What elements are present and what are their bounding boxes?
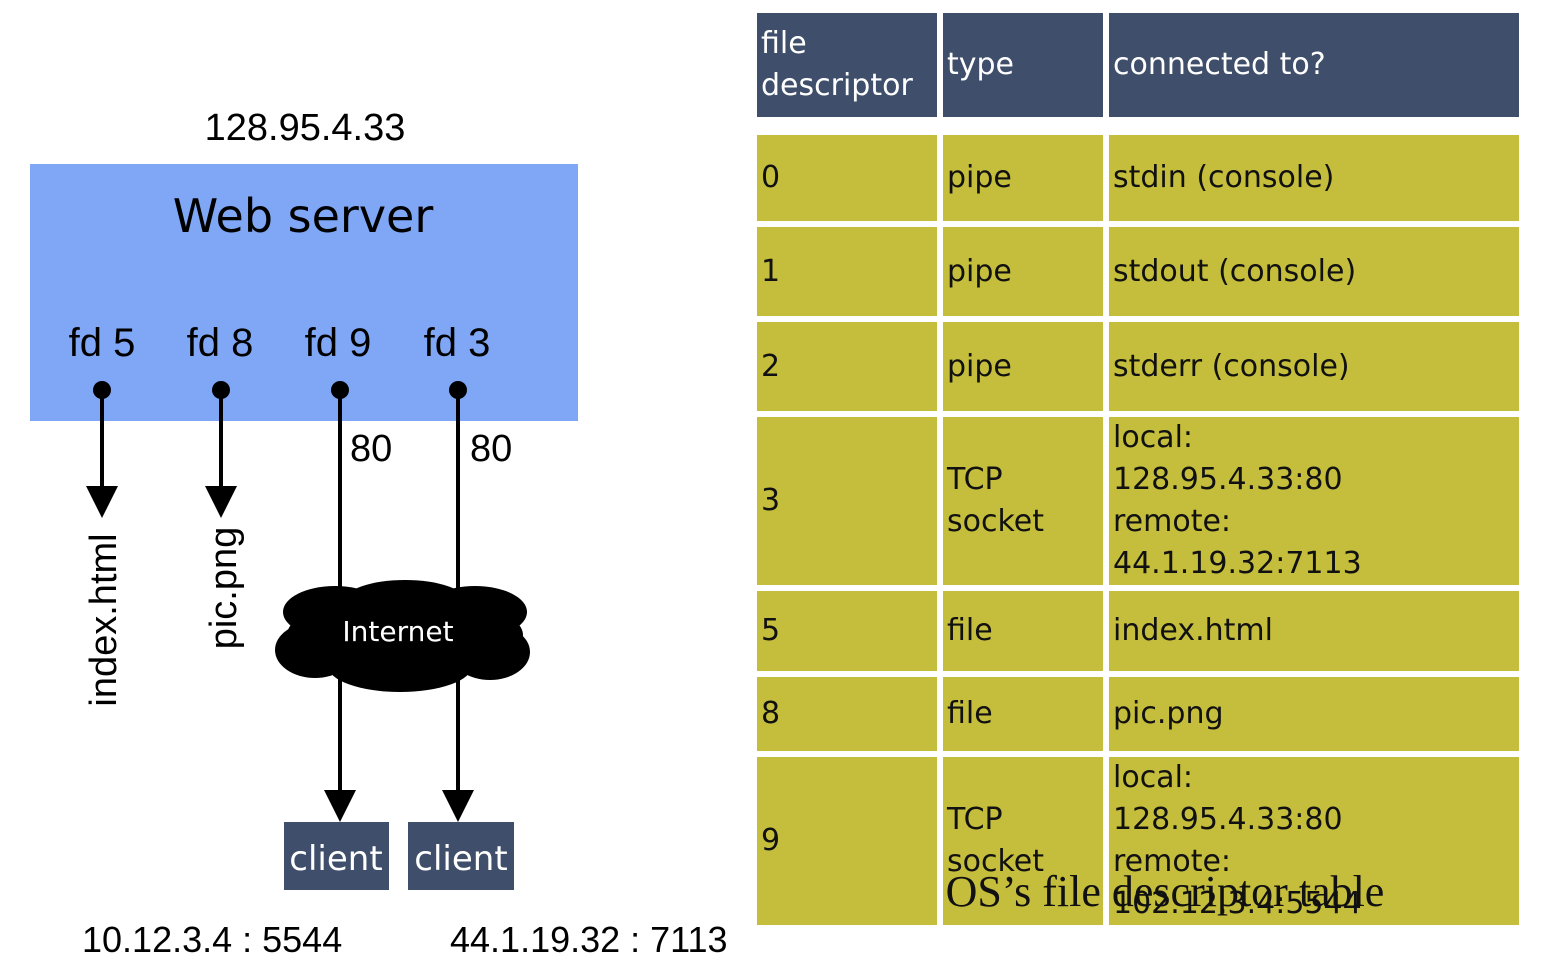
- server-ip-label: 128.95.4.33: [205, 107, 406, 149]
- row-connected: stdin (console): [1109, 135, 1519, 221]
- pic-png-label: pic.png: [203, 527, 245, 650]
- client-1-label: client: [289, 839, 382, 879]
- row-fd: 2: [757, 322, 937, 411]
- row-type: pipe: [943, 322, 1103, 411]
- header-file-descriptor: file descriptor: [757, 13, 937, 117]
- header-fd-line1: file: [761, 26, 807, 61]
- client-2-label: client: [414, 839, 507, 879]
- type-line2: socket: [947, 844, 1045, 879]
- fd-5-label: fd 5: [69, 321, 136, 365]
- table-row: 5 file index.html: [757, 591, 1519, 671]
- conn-line1: local: 128.95.4.33:80: [1113, 417, 1519, 501]
- web-server-label: Web server: [173, 189, 434, 243]
- table-row: 8 file pic.png: [757, 677, 1519, 751]
- header-type: type: [943, 13, 1103, 117]
- row-type: TCP socket: [943, 757, 1103, 925]
- conn-key: local:: [1113, 420, 1194, 455]
- conn-value: 128.95.4.33:80: [1113, 802, 1343, 837]
- client-2-box: [408, 822, 514, 890]
- internet-cloud-icon: [275, 580, 530, 692]
- fd-table: file descriptor type connected to? 0 pip…: [751, 7, 1525, 931]
- fd-3-label: fd 3: [424, 321, 491, 365]
- row-fd: 8: [757, 677, 937, 751]
- table-gap: [757, 123, 1519, 129]
- row-fd: 5: [757, 591, 937, 671]
- conn-key: local:: [1113, 760, 1194, 795]
- conn-value: 102.12.3.4:5544: [1113, 886, 1362, 921]
- web-server-box: [30, 164, 578, 421]
- type-line1: TCP: [947, 462, 1003, 497]
- client-1-address: 10.12.3.4 : 5544: [82, 919, 342, 960]
- row-connected: local: 128.95.4.33:80 remote: 102.12.3.4:…: [1109, 757, 1519, 925]
- row-fd: 9: [757, 757, 937, 925]
- type-line1: TCP: [947, 802, 1003, 837]
- row-type: pipe: [943, 227, 1103, 316]
- table-row: 3 TCP socket local: 128.95.4.33:80 remote…: [757, 417, 1519, 585]
- conn-line2: remote: 102.12.3.4:5544: [1113, 841, 1519, 925]
- fd-3-port-label: 80: [470, 428, 512, 470]
- row-type: file: [943, 677, 1103, 751]
- header-fd-line2: descriptor: [761, 68, 913, 103]
- client-1-box: [284, 822, 389, 890]
- client-2-address: 44.1.19.32 : 7113: [450, 919, 728, 960]
- row-type: pipe: [943, 135, 1103, 221]
- index-html-label: index.html: [83, 533, 125, 706]
- conn-value: 128.95.4.33:80: [1113, 462, 1343, 497]
- row-type: TCP socket: [943, 417, 1103, 585]
- row-connected: pic.png: [1109, 677, 1519, 751]
- type-line2: socket: [947, 504, 1045, 539]
- table-row: 0 pipe stdin (console): [757, 135, 1519, 221]
- table-row: 9 TCP socket local: 128.95.4.33:80 remote…: [757, 757, 1519, 925]
- row-fd: 3: [757, 417, 937, 585]
- fd-8-label: fd 8: [187, 321, 254, 365]
- row-connected: local: 128.95.4.33:80 remote: 44.1.19.32:…: [1109, 417, 1519, 585]
- network-diagram: 128.95.4.33 Web server fd 5 fd 8 fd 9 fd…: [30, 107, 728, 960]
- conn-key: remote:: [1113, 504, 1232, 539]
- conn-key: remote:: [1113, 844, 1232, 879]
- conn-value: 44.1.19.32:7113: [1113, 546, 1362, 581]
- table-row: 2 pipe stderr (console): [757, 322, 1519, 411]
- row-type: file: [943, 591, 1103, 671]
- row-fd: 0: [757, 135, 937, 221]
- row-fd: 1: [757, 227, 937, 316]
- conn-line1: local: 128.95.4.33:80: [1113, 757, 1519, 841]
- table-row: 1 pipe stdout (console): [757, 227, 1519, 316]
- internet-label: Internet: [342, 615, 453, 648]
- table-caption: OS’s file descriptor table: [945, 867, 1385, 916]
- row-connected: stdout (console): [1109, 227, 1519, 316]
- table-header-row: file descriptor type connected to?: [757, 13, 1519, 117]
- row-connected: stderr (console): [1109, 322, 1519, 411]
- header-connected-to: connected to?: [1109, 13, 1519, 117]
- conn-line2: remote: 44.1.19.32:7113: [1113, 501, 1519, 585]
- row-connected: index.html: [1109, 591, 1519, 671]
- fd-9-label: fd 9: [305, 321, 372, 365]
- fd-9-port-label: 80: [350, 428, 392, 470]
